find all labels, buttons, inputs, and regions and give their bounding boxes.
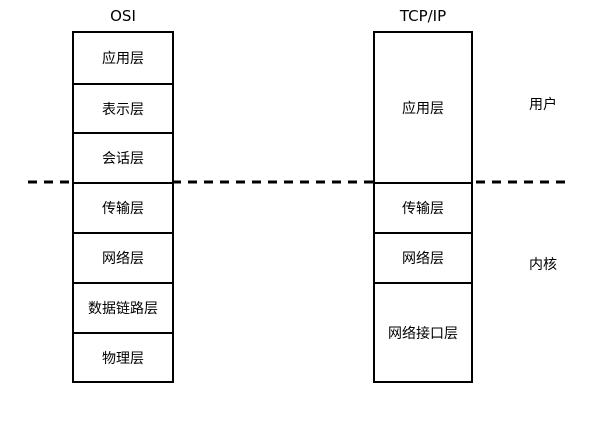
user-space-label: 用户 [529,97,557,113]
osi-layer-data-link: 数据链路层 [74,282,172,332]
tcpip-layer-application: 应用层 [402,100,444,117]
osi-layer-application: 应用层 [102,51,144,67]
osi-layer-physical: 物理层 [74,332,172,381]
osi-layer-network: 网络层 [74,232,172,282]
osi-layer-transport: 传输层 [74,182,172,232]
tcpip-layer-network-interface: 网络接口层 [375,282,471,381]
osi-model-title: OSI [110,7,136,25]
osi-layer-presentation: 表示层 [74,83,172,132]
tcpip-layer-stack: 应用层 传输层 网络层 网络接口层 [373,31,473,383]
osi-layer-stack: 应用层 表示层 会话层 传输层 网络层 数据链路层 物理层 [72,31,174,383]
kernel-space-label: 内核 [529,257,557,273]
tcpip-model-title: TCP/IP [399,7,447,25]
tcpip-layer-network: 网络层 [375,232,471,282]
osi-layer-session: 会话层 [74,132,172,182]
tcpip-layer-transport: 传输层 [375,182,471,232]
